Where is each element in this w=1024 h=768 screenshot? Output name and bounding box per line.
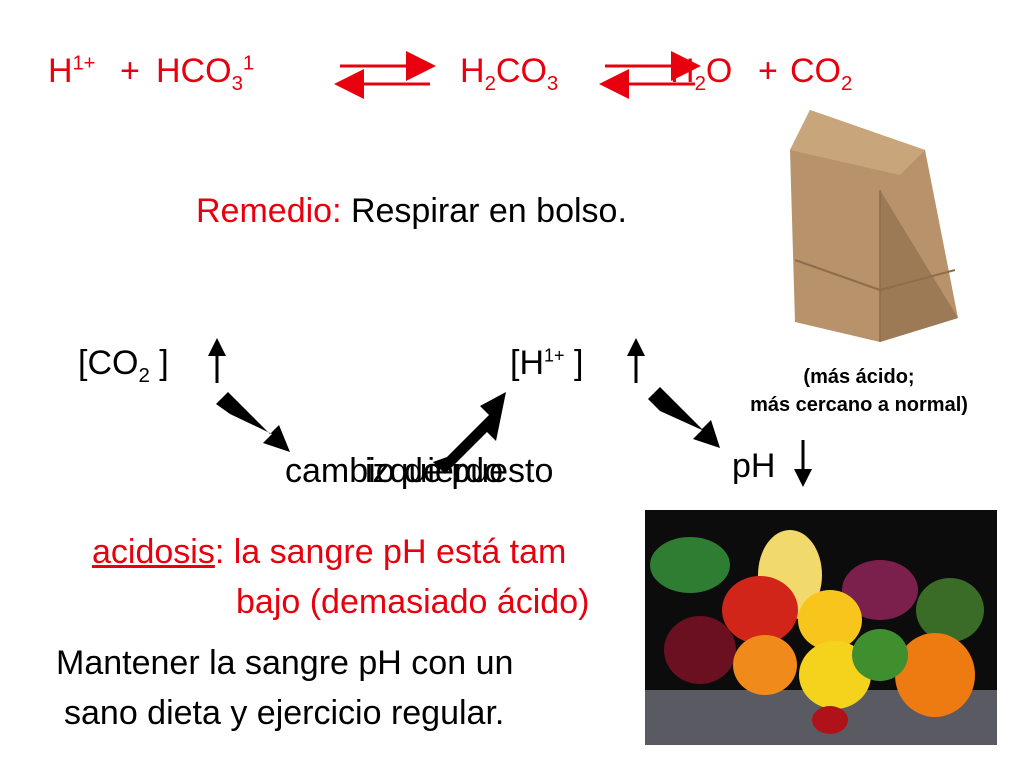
ph-label: pH <box>732 447 776 485</box>
equilibrium-arrow-2 <box>599 51 701 99</box>
acidosis-term: acidosis <box>92 533 215 571</box>
equation-co2: CO2 <box>790 52 853 95</box>
equation-plus: + <box>120 52 140 90</box>
co2-concentration: [CO2 ] <box>78 344 169 387</box>
remedy-line: Remedio: Respirar en bolso. <box>196 192 627 231</box>
equation-reactant-hco3: HCO31 <box>156 52 255 95</box>
paper-bag-image <box>790 110 958 342</box>
vegetables-image <box>645 510 997 745</box>
shift-label-a: cambio de puesto <box>285 452 554 490</box>
equation-h2co3: H2CO3 <box>460 52 559 95</box>
arrow-h-to-ph <box>648 387 720 448</box>
remedy-text: Respirar en bolso. <box>350 192 627 230</box>
shift-label-b: izquierdo <box>365 452 503 490</box>
equilibrium-arrow-1 <box>334 51 436 99</box>
acidosis-line-2: bajo (demasiado ácido) <box>236 583 590 621</box>
h-concentration: [H1+ ] <box>510 344 584 382</box>
remedy-label: Remedio: <box>196 192 342 230</box>
acidity-note: (más ácido; más cercano a normal) <box>704 366 1014 417</box>
acidosis-definition: : la sangre pH está tam <box>214 533 567 571</box>
advice-line-1: Mantener la sangre pH con un <box>56 644 514 682</box>
arrow-co2-to-shift <box>216 392 290 452</box>
arrow-shift-to-h <box>433 392 506 474</box>
equation-reactant-h: H1+ <box>48 52 96 90</box>
advice-line-2: sano dieta y ejercicio regular. <box>64 694 505 732</box>
acidosis-line-1: acidosis: la sangre pH está tam <box>92 533 642 572</box>
equation-plus-2: + <box>758 52 778 90</box>
acidity-note-line-1: (más ácido; <box>803 366 915 388</box>
acidity-note-line-2: más cercano a normal) <box>750 394 968 416</box>
